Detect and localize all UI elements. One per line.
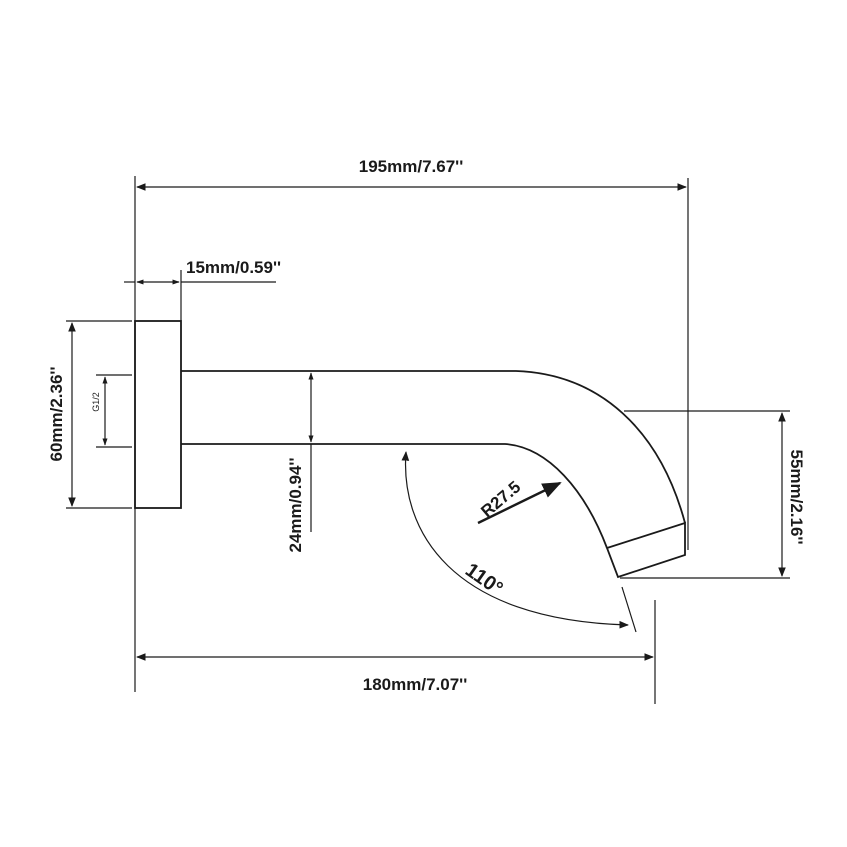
dimension-angle: 110° [401,451,637,633]
dimension-overall-length: 195mm/7.67'' [134,157,689,692]
dimension-drop-height: 55mm/2.16'' [620,410,806,579]
dimension-pipe-diameter: 24mm/0.94'' [286,372,314,553]
horizontal-reach-label: 180mm/7.07'' [363,675,468,694]
thread-label: G1/2 [91,392,101,412]
wall-flange [134,320,182,509]
pipe-diameter-label: 24mm/0.94'' [286,457,305,552]
dimension-thread: G1/2 [91,374,132,448]
dimension-flange-thickness: 15mm/0.59'' [124,258,281,321]
angle-label: 110° [461,559,507,600]
flange-thickness-label: 15mm/0.59'' [186,258,281,277]
outlet-nozzle [605,521,686,579]
pipe-top-edge [181,370,686,524]
radius-label: R27.5 [477,477,524,521]
drop-height-label: 55mm/2.16'' [787,449,806,544]
dimension-flange-height: 60mm/2.36'' [47,320,132,509]
dimension-horizontal-reach: 180mm/7.07'' [136,600,656,704]
overall-length-label: 195mm/7.67'' [359,157,464,176]
dimension-radius: R27.5 [477,477,562,525]
flange-height-label: 60mm/2.36'' [47,366,66,461]
pipe-bottom-edge [181,443,608,549]
shower-arm-outline [134,320,686,579]
